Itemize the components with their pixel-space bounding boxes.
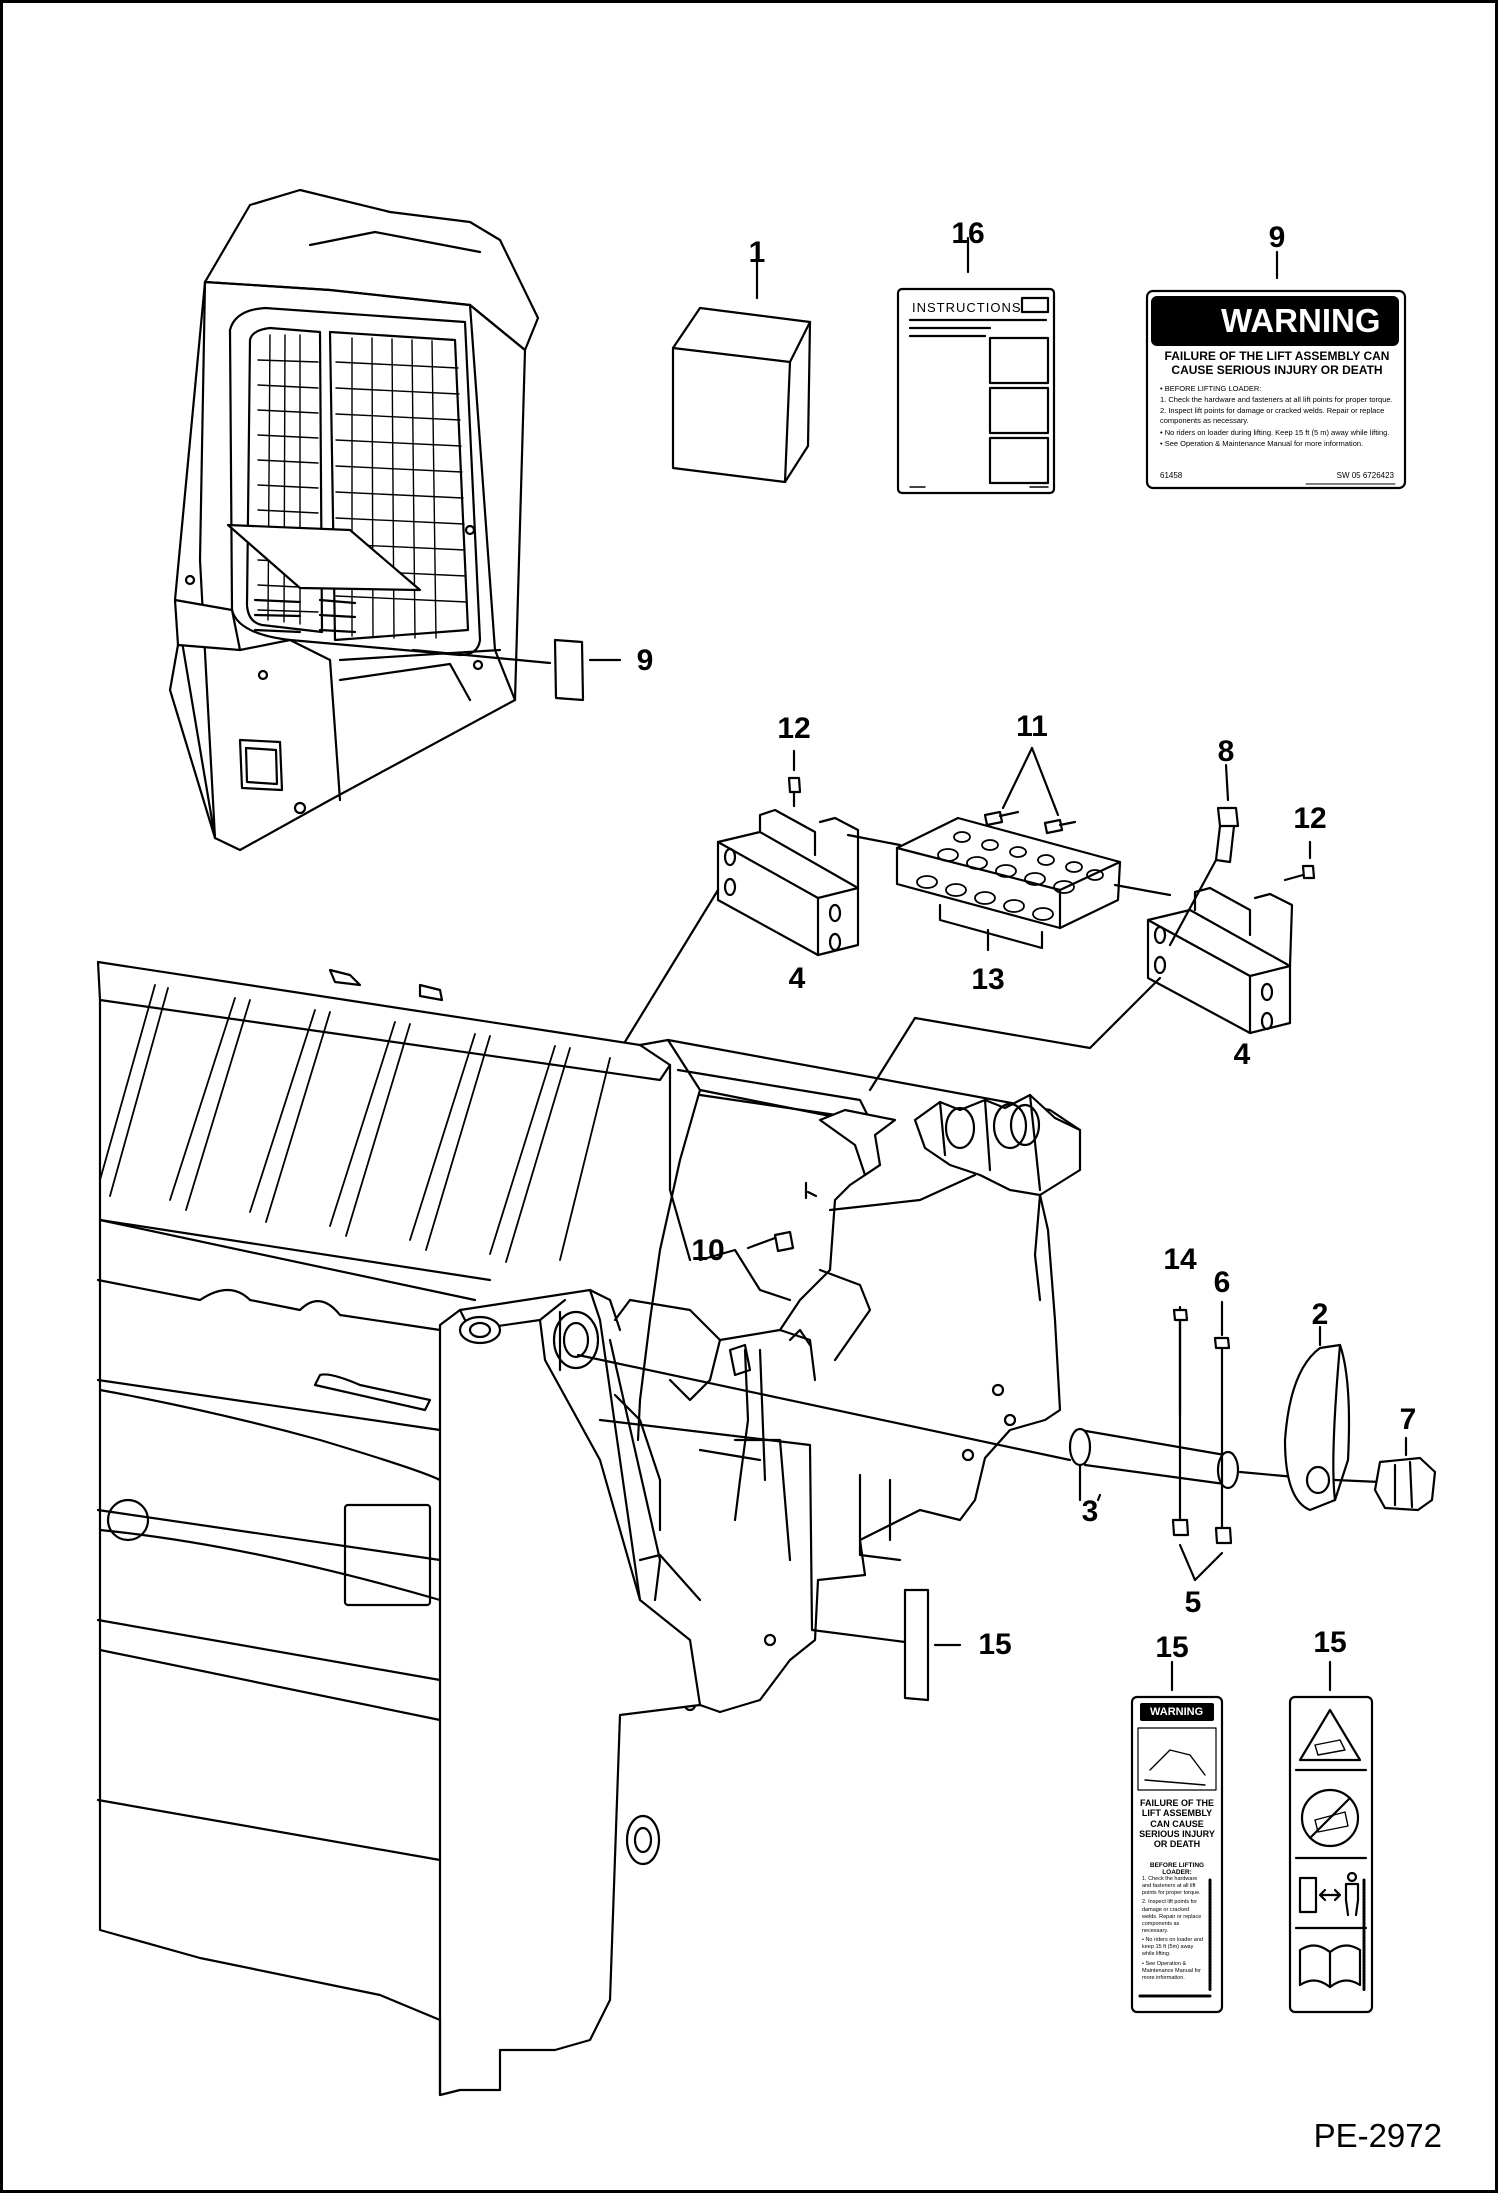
part-number-14: 14 (1163, 1243, 1197, 1276)
part-number-15: 15 (978, 1628, 1012, 1661)
warning-decal-9-title: FAILURE OF THE LIFT ASSEMBLY CAN CAUSE S… (1164, 349, 1390, 377)
part-11-bolts (983, 746, 1077, 835)
decal-9-on-cab (411, 638, 622, 702)
rops-cab (168, 188, 540, 852)
part-10-nut (746, 1236, 777, 1250)
part-number-9: 9 (636, 644, 654, 677)
warning-decal-15-line: 1. Check the hardware and fasteners at a… (1142, 1876, 1201, 1897)
part-12-bolt-left (787, 749, 802, 808)
part-2-retainer (1283, 1325, 1382, 1512)
part-number-16: 16 (951, 217, 985, 250)
part-5-nuts (1171, 1518, 1233, 1582)
part-number-15: 15 (1155, 1631, 1189, 1664)
part-number-6: 6 (1213, 1266, 1231, 1299)
part-number-11: 11 (1016, 710, 1048, 743)
warning-decal-9-line: 2. Inspect lift points for damage or cra… (1160, 406, 1385, 426)
warning-decal-9-code-right: SW 05 6726423 (1336, 471, 1394, 480)
part-number-4: 4 (1233, 1038, 1251, 1071)
part-6-bolt (1213, 1300, 1231, 1530)
part-4-bracket-left (716, 808, 860, 957)
figure-code: PE-2972 (1313, 2117, 1442, 2154)
part-12-bolt-right (1283, 840, 1316, 882)
warning-decal-15-line: • No riders on loader and keep 15 ft (5m… (1142, 1937, 1203, 1958)
warning-decal-9-heading: WARNING (1151, 296, 1399, 346)
part-number-7: 7 (1399, 1403, 1417, 1436)
part-15-warning-decal-a (1130, 1660, 1224, 2014)
leader-lines (618, 888, 1162, 1092)
part-4-bracket-right (1146, 886, 1294, 1035)
part-1-box (671, 256, 812, 484)
part-number-2: 2 (1311, 1298, 1329, 1331)
instructions-decal-title: INSTRUCTIONS (912, 300, 1022, 315)
warning-decal-9-code-left: 61458 (1160, 471, 1183, 480)
part-number-4: 4 (788, 962, 806, 995)
decal-15-on-loader (598, 1418, 962, 1702)
part-number-13: 13 (971, 963, 1005, 996)
part-number-15: 15 (1313, 1626, 1347, 1659)
part-number-5: 5 (1184, 1586, 1202, 1619)
warning-decal-15-line: 2. Inspect lift points for damage or cra… (1142, 1899, 1202, 1934)
warning-decal-15-heading: WARNING (1140, 1703, 1214, 1721)
leader-3 (1096, 1493, 1102, 1502)
warning-decal-15-subtitle: BEFORE LIFTING LOADER: (1149, 1862, 1205, 1877)
warning-decal-15-line: • See Operation & Maintenance Manual for… (1142, 1960, 1202, 1981)
warning-decal-9-body: • BEFORE LIFTING LOADER: 1. Check the ha… (1160, 384, 1396, 450)
part-number-1: 1 (748, 236, 766, 269)
part-number-8: 8 (1217, 735, 1235, 768)
warning-decal-15-body: 1. Check the hardware and fasteners at a… (1142, 1876, 1204, 1984)
part-number-9: 9 (1268, 221, 1286, 254)
part-15-pictogram-decal-b (1288, 1660, 1374, 2014)
warning-decal-9-line: • See Operation & Maintenance Manual for… (1160, 438, 1364, 448)
part-16-instructions-decal (896, 236, 1056, 495)
part-7-castle-nut (1373, 1436, 1437, 1512)
part-number-12: 12 (1293, 802, 1327, 835)
part-8-pin (1168, 763, 1240, 947)
warning-decal-9-line: • BEFORE LIFTING LOADER: (1160, 384, 1262, 393)
part-14-bolt (1172, 1305, 1189, 1522)
part-number-3: 3 (1081, 1495, 1099, 1528)
part-3-pin (576, 1353, 1297, 1502)
warning-decal-9-line: 1. Check the hardware and fasteners at a… (1160, 395, 1393, 405)
part-13-step-plate (846, 816, 1172, 952)
warning-decal-9-line: • No riders on loader during lifting. Ke… (1160, 427, 1390, 437)
loader-body (96, 960, 1082, 2097)
part-number-12: 12 (777, 712, 811, 745)
part-number-10: 10 (691, 1234, 725, 1267)
warning-decal-15-title: FAILURE OF THE LIFT ASSEMBLY CAN CAUSE S… (1139, 1798, 1215, 1850)
